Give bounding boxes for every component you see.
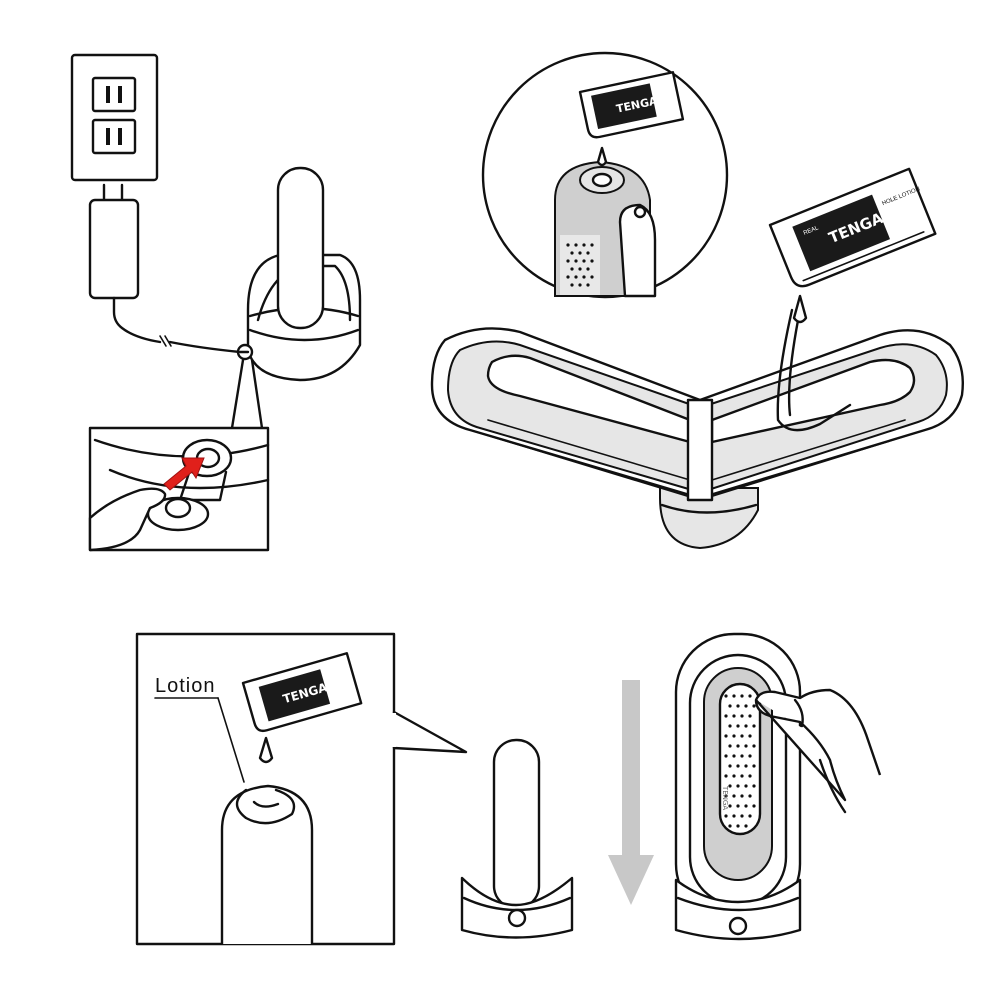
wall-outlet-icon (70, 53, 159, 182)
red-arrow-icon (163, 457, 205, 491)
panel-apply-lotion: Lotion TENGA (135, 632, 468, 946)
zoom-circle: TENGA (481, 51, 729, 299)
lotion-label: Lotion (155, 675, 216, 697)
hand-icon (754, 688, 882, 814)
power-adapter-icon (88, 183, 242, 354)
panel-stick-base (460, 738, 574, 939)
lotion-packet-callout: TENGA (241, 652, 363, 733)
lotion-drop-icon (792, 294, 808, 324)
panel-closed-device: TENGA (674, 632, 882, 941)
lotion-drop-icon (258, 736, 274, 764)
open-device (430, 308, 964, 550)
panel-charging (70, 53, 362, 552)
packet-code: REAL (803, 225, 820, 237)
lotion-packet-large: TENGA HOLE LOTION REAL (768, 167, 937, 288)
device-brand: TENGA (721, 785, 729, 810)
lotion-drop-icon (596, 146, 608, 167)
down-arrow-icon (608, 680, 654, 905)
lotion-packet-icon: TENGA (578, 71, 685, 139)
panel-open-device: TENGA TENGA HOLE (430, 51, 964, 550)
charging-port-callout (88, 358, 270, 552)
charging-base (236, 166, 362, 382)
